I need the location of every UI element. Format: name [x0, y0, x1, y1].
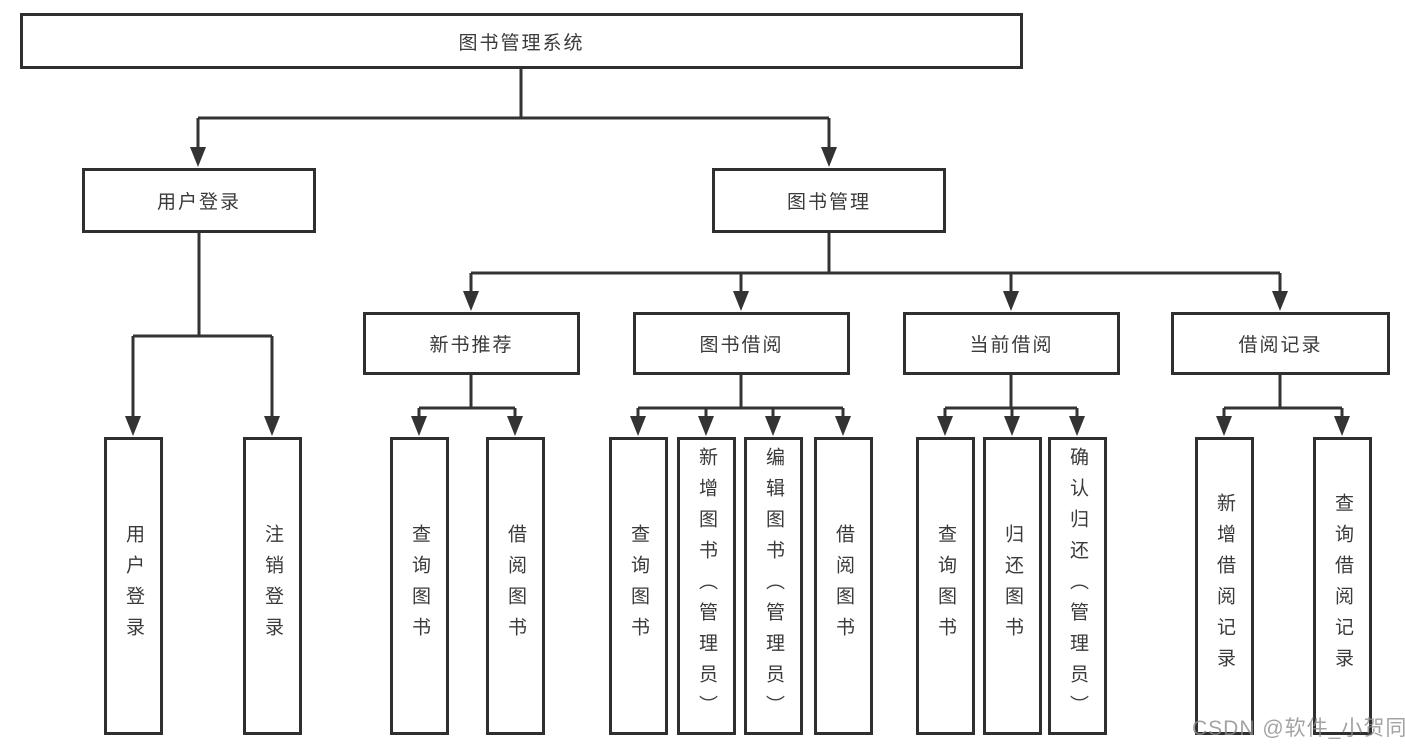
leaf-add-books-admin: 新增图书（管理员） — [677, 437, 736, 735]
leaf-user-login: 用户登录 — [104, 437, 163, 735]
leaf-query-books-recommend: 查询图书 — [390, 437, 449, 735]
leaf-add-borrow-record: 新增借阅记录 — [1195, 437, 1254, 735]
leaf-query-borrow-record: 查询借阅记录 — [1313, 437, 1372, 735]
arrowhead-icons — [125, 147, 1350, 436]
leaf-query-books-current: 查询图书 — [916, 437, 975, 735]
node-book-borrow: 图书借阅 — [633, 312, 850, 375]
node-new-book-recommend: 新书推荐 — [363, 312, 580, 375]
csdn-watermark: CSDN @软件_小贺同学 — [1192, 717, 1405, 740]
leaf-borrow-books-recommend: 借阅图书 — [486, 437, 545, 735]
leaf-logout: 注销登录 — [243, 437, 302, 735]
node-user-login: 用户登录 — [82, 168, 316, 233]
leaf-borrow-books: 借阅图书 — [814, 437, 873, 735]
leaf-query-books-borrow: 查询图书 — [609, 437, 668, 735]
node-borrow-records: 借阅记录 — [1171, 312, 1390, 375]
leaf-edit-books-admin: 编辑图书（管理员） — [744, 437, 803, 735]
leaf-return-books: 归还图书 — [983, 437, 1042, 735]
node-current-borrow: 当前借阅 — [903, 312, 1120, 375]
node-book-management: 图书管理 — [712, 168, 946, 233]
node-library-management-system: 图书管理系统 — [20, 13, 1023, 69]
leaf-confirm-return-admin: 确认归还（管理员） — [1048, 437, 1107, 735]
